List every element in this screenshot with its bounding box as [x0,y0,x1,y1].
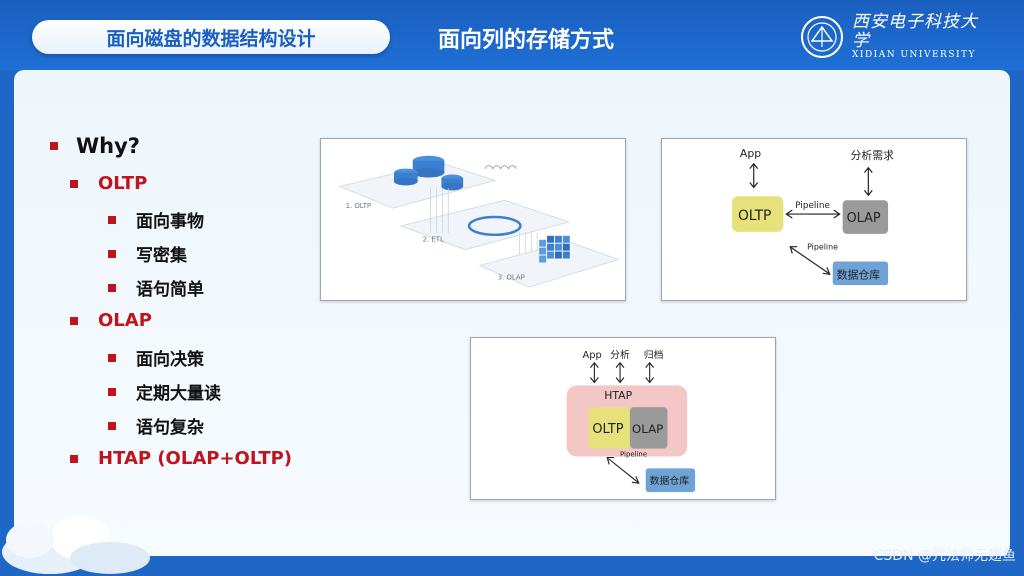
bullet-marker-icon [70,454,78,463]
sketch-olap-label: OLAP [847,211,881,226]
slide-content: Why? OLTP 面向事物 写密集 语句简单 OLAP 面向决策 定期大量读 [14,70,1010,562]
arrow-archive-icon [645,361,655,384]
bullet-marker-icon [108,249,116,258]
oltp-olap-sketch: App 分析需求 OLTP Pipeline OLAP Pipeline 数据仓… [732,147,895,286]
sketch-pipeline-top-label: Pipeline [795,201,830,211]
sketch-app-label: App [740,147,761,160]
oltp-olap-pipeline-diagram: App 分析需求 OLTP Pipeline OLAP Pipeline 数据仓… [661,138,967,301]
htap-pipeline-label: Pipeline [620,451,647,459]
sketch-oltp-box [732,196,784,232]
arrow-pipeline-icon [785,209,841,219]
slide-title: 面向列的存储方式 [438,28,615,53]
bullet-marker-icon [108,387,116,396]
bullet-text: OLAP [98,310,152,331]
logo-english-name: XIDIAN UNIVERSITY [852,49,976,60]
bullet-oltp-2: 写密集 [108,241,187,266]
htap-app-label: App [583,350,602,361]
bullet-list: Why? OLTP 面向事物 写密集 语句简单 OLAP 面向决策 定期大量读 [14,70,334,550]
cloud-decoration-icon [2,516,150,574]
htap-label: HTAP [604,389,632,402]
htap-warehouse-label: 数据仓库 [650,474,690,487]
bullet-olap-1: 面向决策 [108,345,204,370]
bullet-text: OLTP [98,173,148,194]
university-seal-icon [801,16,843,58]
bullet-marker-icon [108,421,116,430]
bullet-htap: HTAP (OLAP+OLTP) [70,448,292,469]
sketch-pipeline-bottom-label: Pipeline [807,243,838,252]
bullet-marker-icon [108,215,116,224]
bullet-marker-icon [108,283,116,292]
bullet-why: Why? [50,134,140,158]
logo-chinese-name: 西安电子科技大学 [852,12,978,52]
sketch-analysis-label: 分析需求 [851,148,895,162]
htap-warehouse-box [645,468,696,493]
bullet-text: Why? [76,134,140,158]
bullet-oltp-3: 语句简单 [108,275,204,300]
bullet-oltp-1: 面向事物 [108,207,204,232]
etl-ring-icon [467,215,522,237]
htap-sketch: App 分析 归档 HTAP OLTP OLAP Pipeline 数据仓库 [566,348,696,493]
htap-olap-label: OLAP [632,422,663,436]
csdn-watermark: CSDN @咒法师无翅鱼 [873,548,1016,564]
bullet-olap-3: 语句复杂 [108,413,204,438]
bullet-marker-icon [70,179,78,188]
arrow-app-oltp-icon [749,162,759,189]
htap-diagram: App 分析 归档 HTAP OLTP OLAP Pipeline 数据仓库 [470,337,776,500]
bullet-marker-icon [50,142,58,150]
htap-archive-label: 归档 [644,348,664,361]
htap-analysis-label: 分析 [610,348,630,361]
bullet-text: 定期大量读 [136,384,221,404]
arrow-htap-warehouse-icon [606,456,640,484]
sketch-olap-box [842,200,889,234]
arrow-app-icon [589,361,599,384]
htap-oltp-label: OLTP [592,422,623,437]
bullet-olap: OLAP [70,310,152,331]
diagram-label-olap: 3. OLAP [498,273,525,281]
oltp-etl-olap-diagram: 1. OLTP 2. ETL 3. OLAP [320,138,626,301]
header-bar: 面向磁盘的数据结构设计 面向列的存储方式 西安电子科技大学 XIDIAN UNI… [0,0,1024,70]
bullet-marker-icon [70,316,78,325]
bullet-text: 面向事物 [136,212,204,232]
htap-olap-box [629,407,668,449]
bullet-oltp: OLTP [70,173,147,194]
arrow-analysis-olap-icon [863,166,873,197]
etl-plane [399,199,571,251]
footer-bar [0,556,1024,576]
sketch-oltp-label: OLTP [738,208,771,224]
arrow-warehouse-icon [789,246,831,276]
arrow-analysis-icon [615,361,625,384]
diagram-label-oltp: 1. OLTP [346,202,372,210]
sketch-warehouse-label: 数据仓库 [837,267,881,281]
university-logo: 西安电子科技大学 XIDIAN UNIVERSITY [800,12,990,60]
diagram-label-etl: 2. ETL [423,236,444,244]
bullet-text: 写密集 [136,246,187,266]
isometric-pipeline-figure: 1. OLTP 2. ETL 3. OLAP [338,155,620,288]
bullet-olap-2: 定期大量读 [108,379,221,404]
coil-icon [484,165,517,170]
bullet-text: HTAP (OLAP+OLTP) [98,448,293,469]
section-label: 面向磁盘的数据结构设计 [32,20,390,54]
bullet-text: 语句复杂 [136,418,204,438]
htap-oltp-box [588,407,630,449]
olap-cube-icon [539,235,570,263]
bullet-marker-icon [108,353,116,362]
sketch-warehouse-box [832,261,889,286]
bullet-text: 面向决策 [136,350,204,370]
bullet-text: 语句简单 [136,280,204,300]
